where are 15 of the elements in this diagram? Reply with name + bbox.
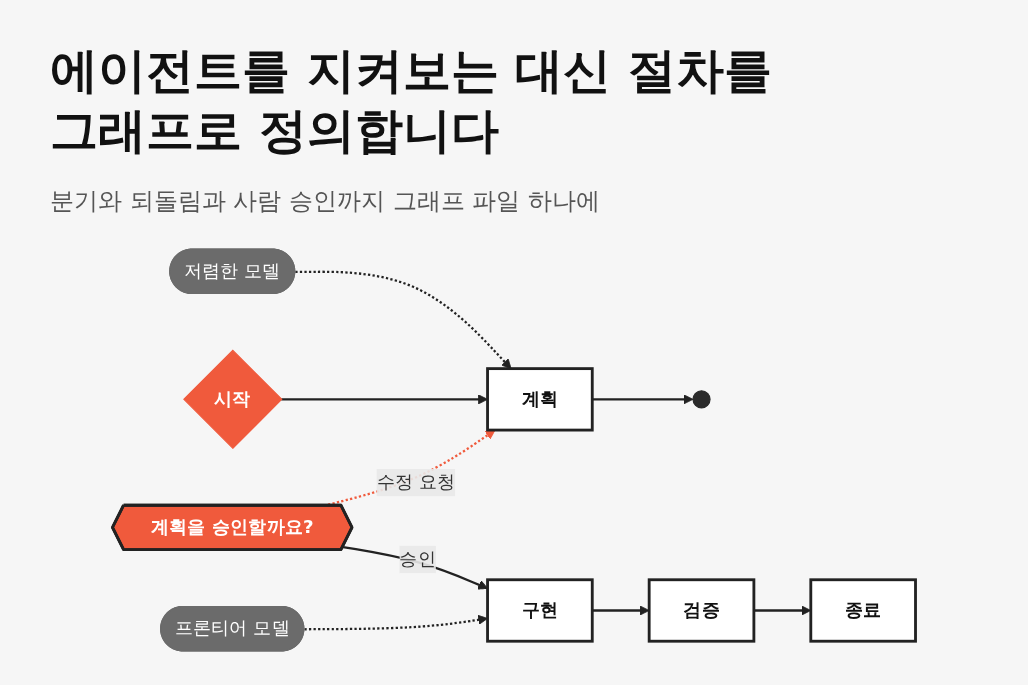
arrow [592, 605, 650, 616]
edge-label: 수정 요청 [376, 471, 456, 493]
arrow [304, 614, 488, 631]
caption: 분기와 되돌림과 사람 승인까지 그래프 파일 하나에 [50, 186, 600, 217]
title: 에이전트를 지켜보는 대신 절차를 그래프로 정의합니다 [50, 41, 774, 160]
node-person [692, 390, 711, 409]
arrow [281, 394, 488, 405]
node-box: 종료 [809, 578, 917, 643]
arrow [592, 394, 694, 405]
edge-label: 승인 [399, 548, 436, 570]
node-diamond: 시작 [183, 349, 283, 450]
node-box: 구현 [486, 578, 594, 643]
node-box: 계획 [486, 367, 594, 432]
arrow [342, 545, 488, 590]
node-box: 검증 [647, 578, 756, 643]
